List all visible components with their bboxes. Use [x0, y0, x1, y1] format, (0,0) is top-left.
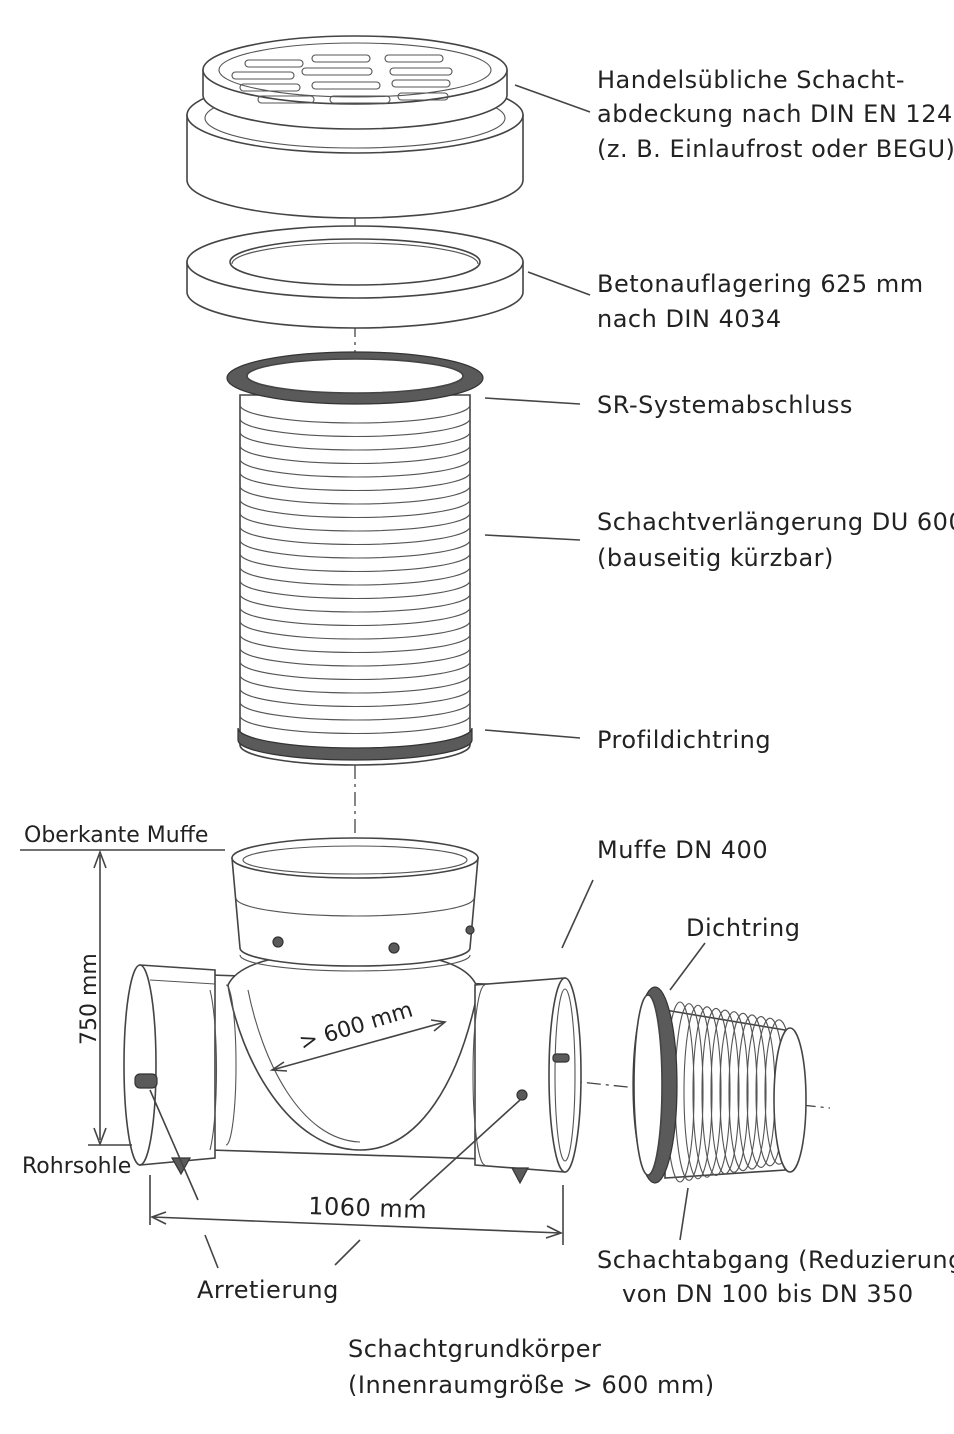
grate-slot [239, 83, 301, 92]
label-ring-1: Betonauflagering 625 mm [597, 270, 924, 298]
branch-reducer [632, 986, 807, 1184]
extension-rib [239, 472, 471, 492]
extension-rib [239, 674, 471, 694]
extension-rib [239, 458, 471, 478]
grate-slots [231, 54, 453, 104]
extension-rib [239, 404, 471, 424]
extension-rib [239, 580, 471, 600]
reducer-rib [683, 1004, 713, 1180]
label-length: 1060 mm [308, 1192, 428, 1224]
reducer-rib [728, 1012, 758, 1172]
extension-rib [239, 566, 471, 586]
extension-rib [239, 512, 471, 532]
extension-rib [239, 431, 471, 451]
label-sr: SR-Systemabschluss [597, 391, 853, 419]
extension-rib [239, 539, 471, 559]
label-cover-2: abdeckung nach DIN EN 124 [597, 100, 953, 128]
label-arretierung: Arretierung [197, 1276, 339, 1304]
extension-rib [239, 715, 471, 735]
reducer-rib [719, 1011, 749, 1173]
leader-lines [20, 84, 706, 1269]
manhole-cover [186, 35, 524, 219]
extension-rib [239, 620, 471, 640]
label-profile-seal: Profildichtring [597, 726, 771, 754]
grate-slot [384, 54, 444, 63]
extension-rib [239, 593, 471, 613]
label-base-1: Schachtgrundkörper [348, 1335, 601, 1363]
extension-rib [239, 485, 471, 505]
grate-slot [301, 67, 373, 76]
grate-slot [231, 71, 295, 80]
profile-seal-ring [237, 727, 473, 761]
label-base-2: (Innenraumgröße > 600 mm) [348, 1371, 715, 1399]
label-oberkante: Oberkante Muffe [24, 823, 208, 848]
shaft-base-body [123, 837, 582, 1185]
grate-slot [329, 95, 391, 104]
grate-slot [311, 81, 381, 90]
reducer-rib [692, 1006, 722, 1178]
grate-slot [391, 79, 451, 88]
extension-rib [239, 553, 471, 573]
reducer-rib [737, 1014, 767, 1170]
label-rohrsohle: Rohrsohle [22, 1154, 131, 1179]
extension-rib [239, 647, 471, 667]
shaft-extension [226, 351, 484, 766]
label-extension-2: (bauseitig kürzbar) [597, 544, 834, 572]
extension-rib [239, 445, 471, 465]
label-abgang-2: von DN 100 bis DN 350 [622, 1280, 914, 1308]
concrete-ring [186, 225, 524, 329]
extension-rib [239, 701, 471, 721]
extension-ribs [239, 404, 471, 735]
label-ring-2: nach DIN 4034 [597, 305, 782, 333]
grate-slot [244, 59, 304, 68]
label-abgang-1: Schachtabgang (Reduzierung) [597, 1246, 954, 1274]
label-extension-1: Schachtverlängerung DU 600 [597, 508, 954, 536]
label-height: 750 mm [77, 953, 102, 1045]
label-cover-1: Handelsübliche Schacht- [597, 66, 905, 94]
extension-rib [239, 418, 471, 438]
grate-slot [311, 54, 371, 63]
reducer-rib [710, 1009, 740, 1175]
reducer-rib [701, 1007, 731, 1177]
extension-rib [239, 499, 471, 519]
label-muffe: Muffe DN 400 [597, 836, 768, 864]
reducer-ribs [665, 1001, 794, 1183]
extension-rib [239, 634, 471, 654]
label-dichtring: Dichtring [686, 914, 800, 942]
extension-rib [239, 688, 471, 708]
grate-slot [257, 95, 315, 104]
extension-rib [239, 607, 471, 627]
grate-slot [389, 67, 453, 76]
label-cover-3: (z. B. Einlaufrost oder BEGU) [597, 135, 954, 163]
grate-slot [397, 92, 449, 101]
extension-rib [239, 526, 471, 546]
extension-rib [239, 661, 471, 681]
